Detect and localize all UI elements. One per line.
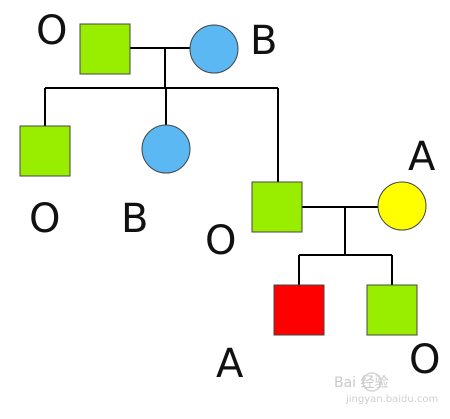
grandson-1-square — [273, 284, 325, 336]
son-1-blood-type-label: O — [29, 196, 60, 242]
grandson-2-square — [366, 284, 418, 336]
son-1-square — [19, 125, 71, 177]
pedigree-lines — [44, 47, 393, 285]
grandson-1-blood-type-label: A — [216, 341, 244, 387]
grandmother-circle — [189, 24, 239, 74]
grandson-2-blood-type-label: O — [409, 337, 440, 383]
daughter-blood-type-label: B — [121, 196, 148, 242]
grandfather-square — [79, 23, 131, 75]
paw-logo-icon — [362, 372, 382, 392]
grandfather-blood-type-label: O — [36, 8, 67, 54]
grandmother-blood-type-label: B — [250, 18, 277, 64]
watermark-subtext: jingyan.baidu.com — [345, 394, 438, 405]
son-2-square — [251, 181, 303, 233]
son-2-wife-blood-type-label: A — [408, 134, 436, 180]
son-2-wife-circle — [377, 181, 427, 231]
daughter-circle — [141, 124, 191, 174]
baidu-watermark: Bai 经验 jingyan.baidu.com — [334, 372, 438, 405]
son-2-blood-type-label: O — [205, 218, 236, 264]
watermark-text: Bai 经验 — [334, 375, 389, 391]
